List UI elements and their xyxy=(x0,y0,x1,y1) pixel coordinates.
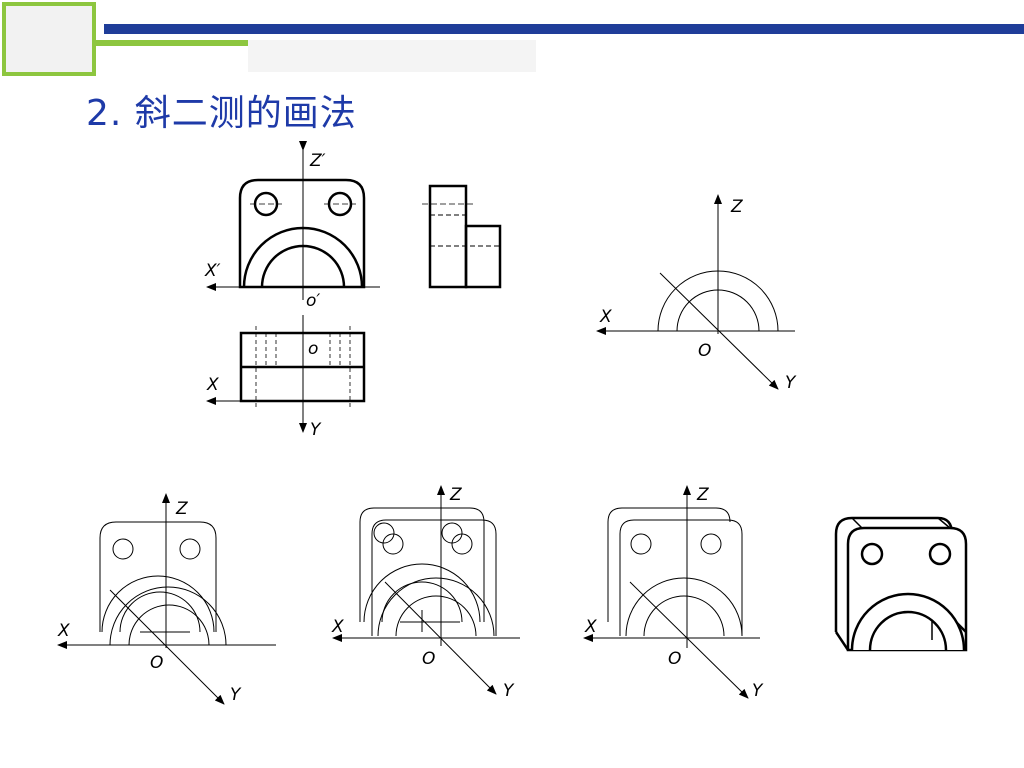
top-x-label: X xyxy=(206,375,219,395)
step3-front-outline xyxy=(619,519,743,636)
header-blue-bar xyxy=(104,24,1024,34)
side-base xyxy=(464,224,502,289)
step2-x-label: X xyxy=(331,617,344,637)
step3-x-label: X xyxy=(584,617,597,637)
step2-arc xyxy=(395,595,477,637)
axes-inner-arc xyxy=(676,289,760,332)
side-view xyxy=(422,184,502,289)
step2-hole xyxy=(373,522,395,544)
step3-y-axis xyxy=(629,581,749,699)
step-3-drawing xyxy=(583,485,760,699)
step2-hole xyxy=(441,522,463,544)
axes-z-label: Z xyxy=(730,197,743,217)
front-x-label: X′ xyxy=(204,261,221,281)
step3-back-outline xyxy=(607,507,731,622)
slide-title: 2. 斜二测的画法 xyxy=(86,93,357,134)
axes-y-axis xyxy=(659,272,779,390)
top-origin-label: o xyxy=(308,339,318,359)
front-origin-label: o′ xyxy=(306,291,320,311)
front-inner-arc xyxy=(260,244,346,288)
axes-x-label: X xyxy=(599,307,612,327)
step2-y-axis xyxy=(384,581,497,695)
step2-arc xyxy=(381,581,463,623)
step1-y-label: Y xyxy=(230,685,242,705)
axes-outer-arc xyxy=(657,270,779,332)
final-oblique-drawing xyxy=(834,516,968,652)
side-upright xyxy=(428,184,468,289)
step1-front-outline xyxy=(99,521,217,632)
step3-z-label: Z xyxy=(696,485,709,505)
step1-arc xyxy=(128,604,210,646)
corner-decoration-box xyxy=(2,2,96,76)
step1-hole xyxy=(112,538,134,560)
header-grey-band xyxy=(248,40,536,72)
step1-z-label: Z xyxy=(175,499,188,519)
front-z-label: Z′ xyxy=(309,151,326,171)
step3-hole xyxy=(700,533,722,555)
step3-hole xyxy=(630,533,652,555)
step3-y-label: Y xyxy=(752,681,764,701)
step1-x-label: X xyxy=(57,621,70,641)
step2-y-label: Y xyxy=(503,681,515,701)
step2-hole xyxy=(451,533,473,555)
final-right-hole xyxy=(928,542,952,566)
final-depth-edge xyxy=(834,631,850,651)
step2-z-label: Z xyxy=(449,485,462,505)
final-left-hole xyxy=(860,542,884,566)
final-outer-arc xyxy=(850,592,966,651)
step1-y-axis xyxy=(109,589,225,705)
oblique-axes-diagram xyxy=(596,194,795,390)
step-1-drawing xyxy=(57,493,276,705)
step2-origin-label: O xyxy=(422,649,435,669)
front-view xyxy=(206,141,380,300)
step1-origin-label: O xyxy=(150,653,163,673)
step3-arc xyxy=(625,577,743,637)
top-y-label: Y xyxy=(310,420,322,440)
top-view xyxy=(206,315,366,433)
step-2-drawing xyxy=(332,485,520,695)
step2-front-outline xyxy=(359,507,485,622)
step2-back-outline xyxy=(371,519,497,636)
front-outer-arc xyxy=(242,226,364,288)
final-depth-edges xyxy=(851,517,951,529)
step1-hole xyxy=(179,538,201,560)
step2-hole xyxy=(382,533,404,555)
step2-arc xyxy=(377,577,495,637)
step3-origin-label: O xyxy=(668,649,681,669)
header-green-bar xyxy=(96,40,248,46)
front-outline xyxy=(238,178,366,289)
step2-arc xyxy=(363,563,481,623)
axes-origin-label: O xyxy=(698,341,711,361)
step1-arc xyxy=(109,586,227,646)
final-inner-arc xyxy=(868,610,948,651)
step3-arc xyxy=(643,595,725,637)
axes-y-label: Y xyxy=(785,373,797,393)
step1-arc xyxy=(101,575,215,633)
